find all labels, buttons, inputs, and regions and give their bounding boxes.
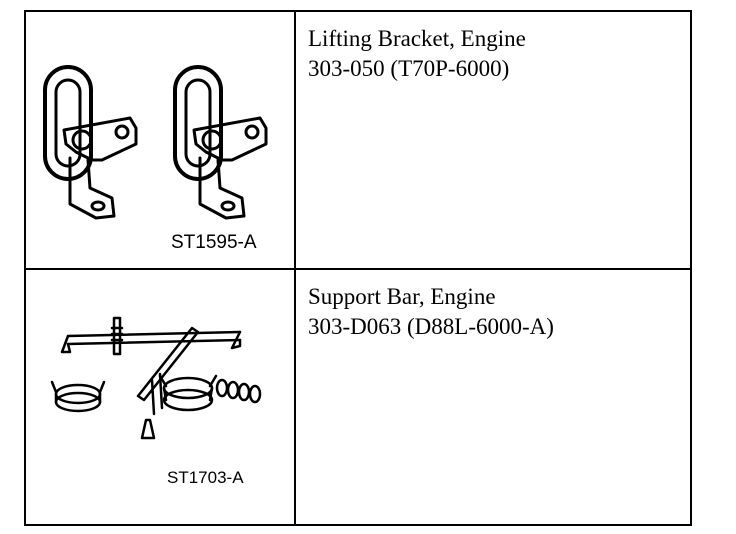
tool-figure-cell: ST1595-A xyxy=(24,10,296,270)
tool-number: 303-D063 (D88L-6000-A) xyxy=(308,314,554,339)
tool-figure: ST1703-A xyxy=(26,270,294,524)
tool-description-cell: Support Bar, Engine 303-D063 (D88L-6000-… xyxy=(294,268,692,526)
tool-name: Lifting Bracket, Engine xyxy=(308,26,526,51)
tool-name: Support Bar, Engine xyxy=(308,284,496,309)
support-bar-icon xyxy=(50,316,262,440)
tool-row: ST1595-A Lifting Bracket, Engine 303-050… xyxy=(24,10,692,270)
tool-description: Support Bar, Engine 303-D063 (D88L-6000-… xyxy=(308,282,690,342)
figure-id-label: ST1595-A xyxy=(171,232,257,253)
lifting-bracket-icon xyxy=(43,65,268,220)
tool-figure-cell: ST1703-A xyxy=(24,268,296,526)
tool-description: Lifting Bracket, Engine 303-050 (T70P-60… xyxy=(308,24,690,84)
tool-description-cell: Lifting Bracket, Engine 303-050 (T70P-60… xyxy=(294,10,692,270)
tool-row: ST1703-A Support Bar, Engine 303-D063 (D… xyxy=(24,268,692,526)
special-tools-table: ST1595-A Lifting Bracket, Engine 303-050… xyxy=(24,10,692,526)
tool-number: 303-050 (T70P-6000) xyxy=(308,56,510,81)
tool-figure: ST1595-A xyxy=(26,12,294,268)
figure-id-label: ST1703-A xyxy=(167,468,244,487)
